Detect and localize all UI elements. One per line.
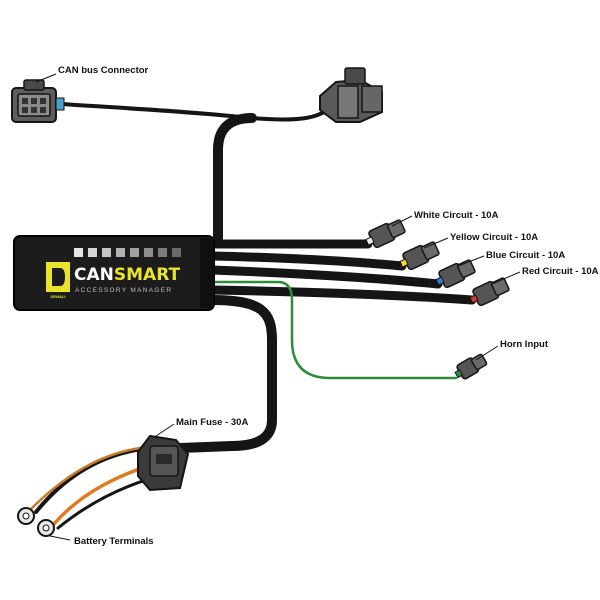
module-name-can: CAN <box>74 265 114 285</box>
denali-logo: DENALI <box>46 262 70 299</box>
power-trunk-wire <box>175 295 277 453</box>
label-white-circuit: White Circuit - 10A <box>414 210 499 221</box>
blue-circuit-wire <box>207 265 443 289</box>
can-bus-wire <box>60 102 332 122</box>
module-name-smart: SMART <box>114 265 181 285</box>
battery-terminals <box>17 507 55 537</box>
red-circuit-wire <box>207 285 477 305</box>
label-red-circuit: Red Circuit - 10A <box>522 266 599 277</box>
callout-labels: CAN bus Connector White Circuit - 10A Ye… <box>58 65 599 547</box>
callout-leaders <box>35 73 521 541</box>
cansmart-module: DENALI CANSMART ACCESSORY MANAGER <box>13 235 215 311</box>
wire-harness <box>28 102 477 530</box>
horn-input-wire <box>210 280 458 380</box>
label-can-bus-connector: CAN bus Connector <box>58 65 149 76</box>
status-led-row <box>74 248 181 257</box>
horn-input-connector <box>454 353 488 380</box>
main-fuse-holder <box>137 434 190 492</box>
yellow-circuit-connector <box>399 241 440 271</box>
label-main-fuse: Main Fuse - 30A <box>176 417 248 428</box>
yellow-circuit-wire <box>207 251 407 271</box>
brand-name: DENALI <box>51 294 66 299</box>
red-circuit-connector <box>469 277 510 307</box>
module-subtitle: ACCESSORY MANAGER <box>75 287 172 294</box>
blue-circuit-connector <box>435 259 476 289</box>
svg-text:CANSMART: CANSMART <box>74 265 181 285</box>
label-yellow-circuit: Yellow Circuit - 10A <box>450 232 538 243</box>
can-bus-y-connector <box>319 67 383 123</box>
battery-lead-black <box>34 446 152 514</box>
label-horn-input: Horn Input <box>500 339 549 350</box>
can-trunk-wire <box>213 113 257 243</box>
can-bus-connector <box>11 79 65 123</box>
label-battery-terminals: Battery Terminals <box>74 536 154 547</box>
white-circuit-connector <box>365 219 406 249</box>
label-blue-circuit: Blue Circuit - 10A <box>486 250 565 261</box>
